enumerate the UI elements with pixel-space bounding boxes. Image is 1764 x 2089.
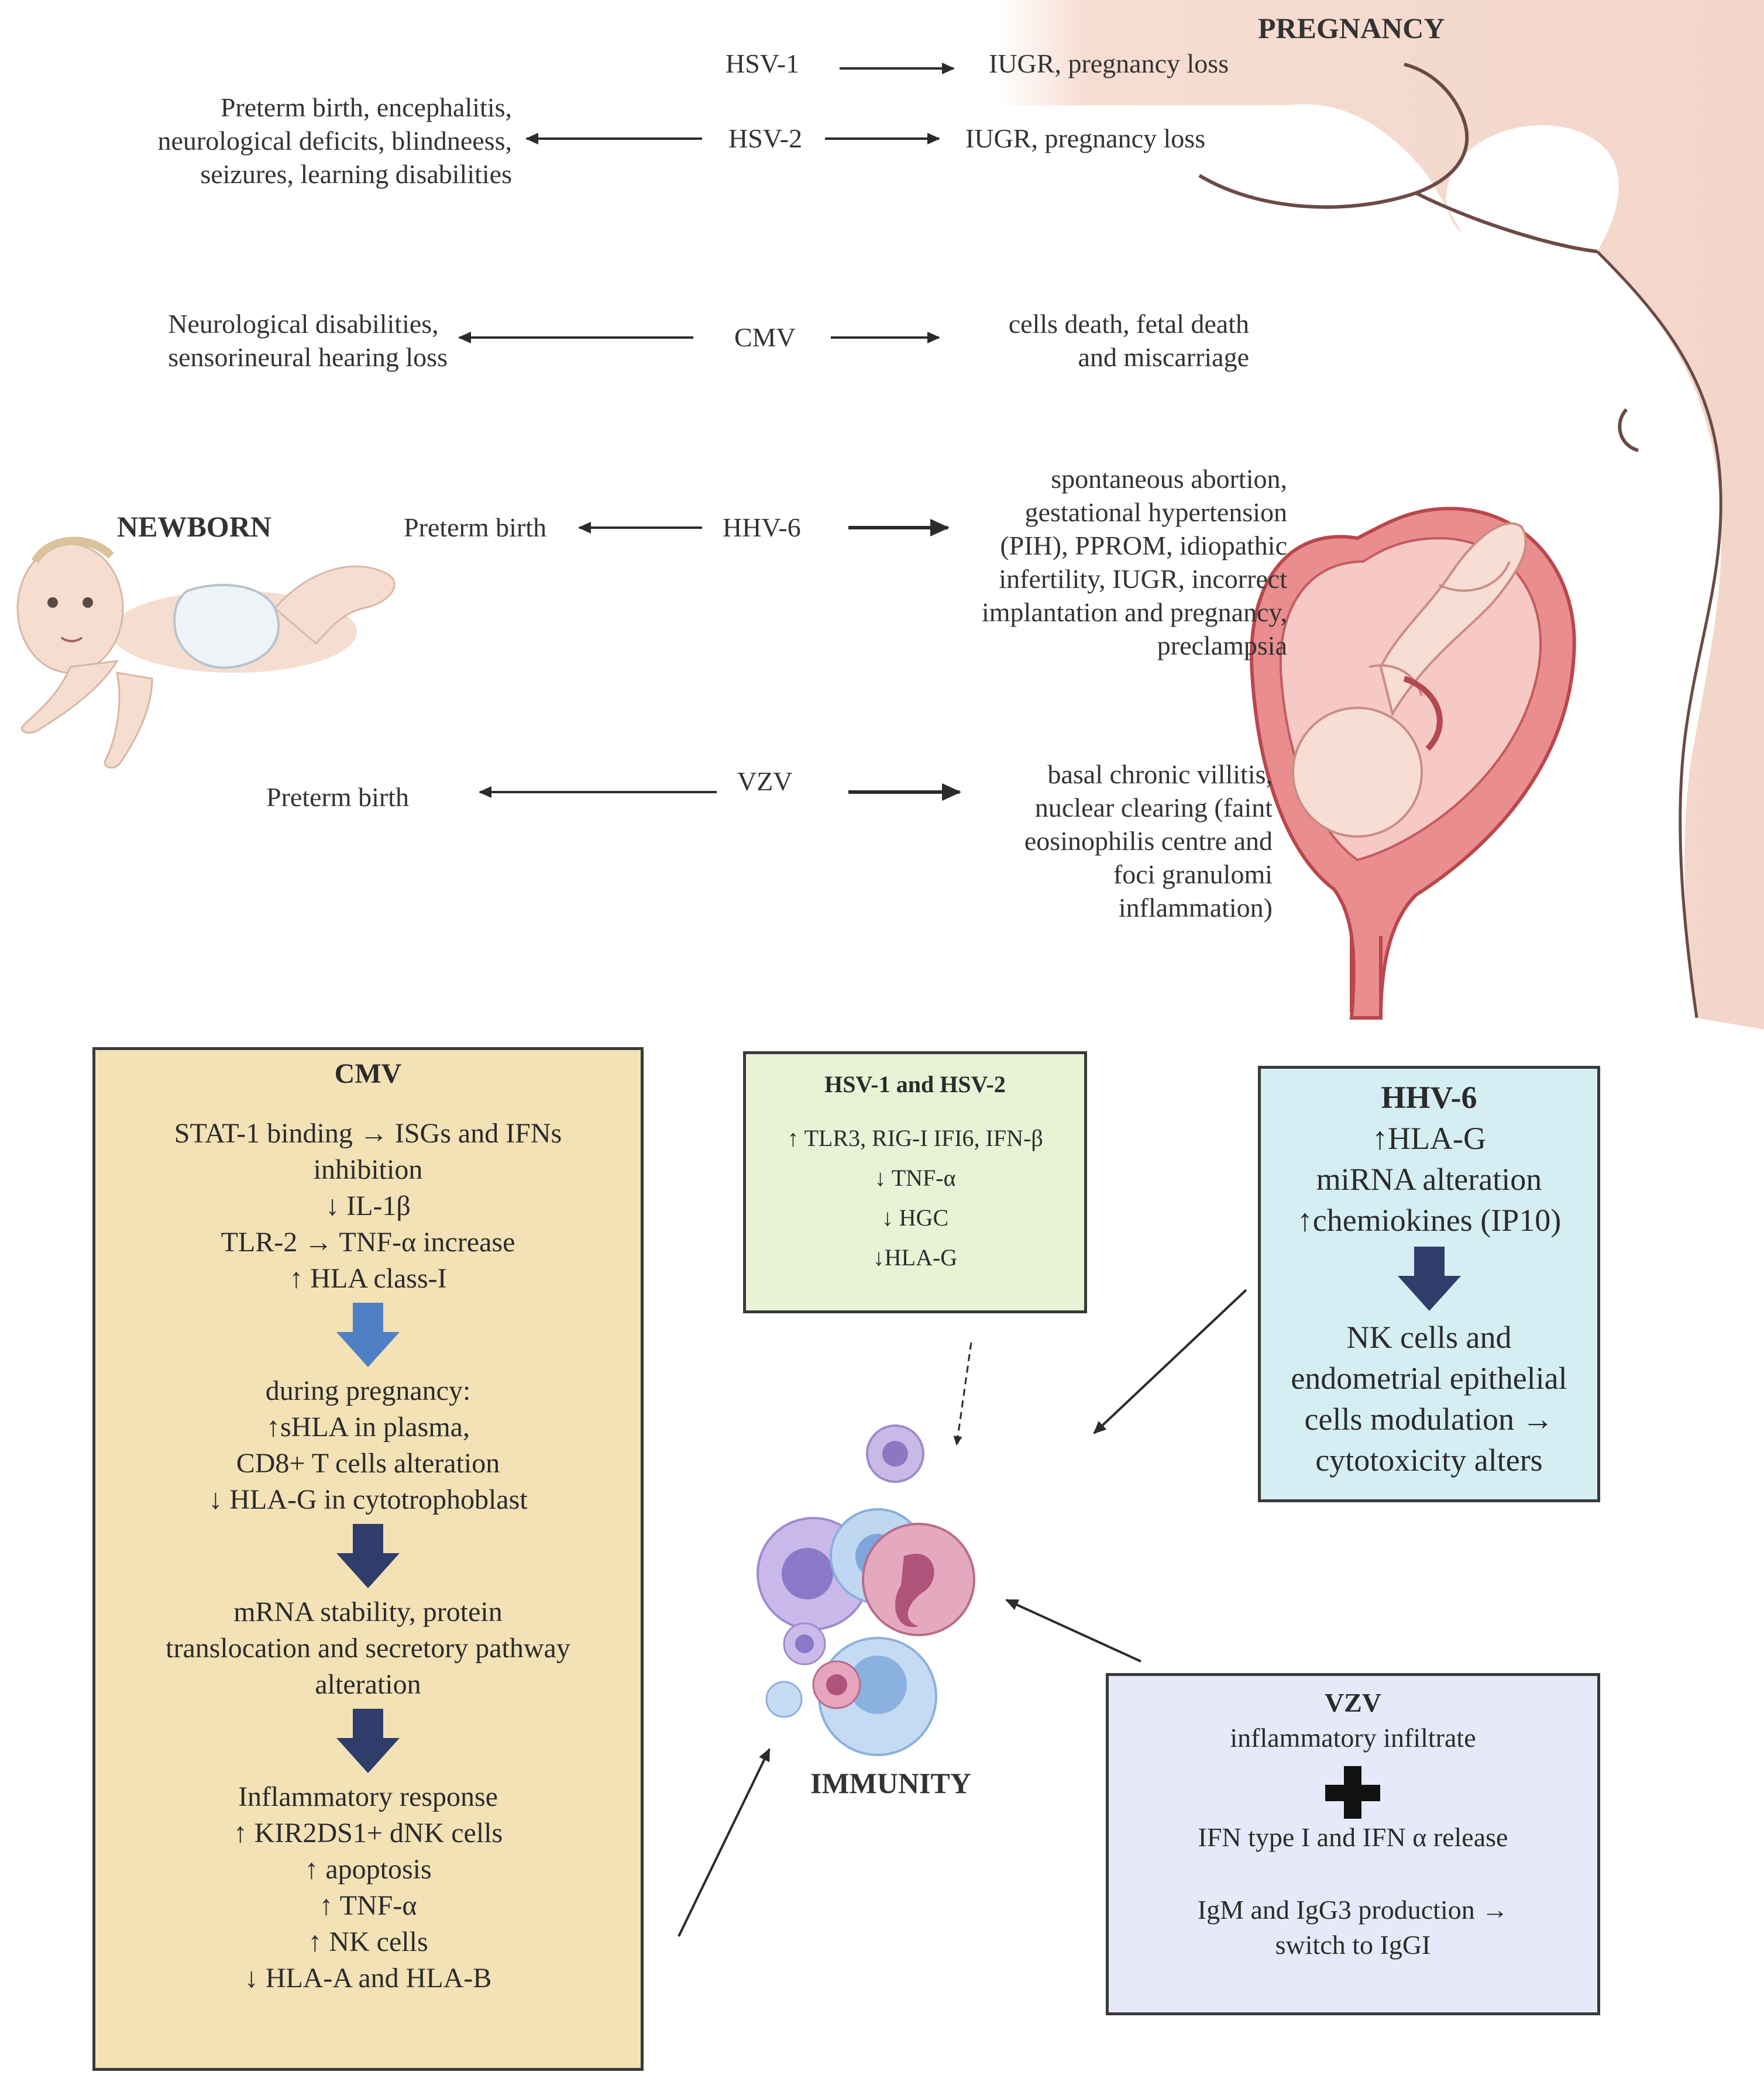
- vzv-box-title: VZV: [1324, 1688, 1382, 1718]
- navel: [1618, 408, 1639, 452]
- pregnant-woman-illustration: [995, 0, 1764, 1030]
- newborn-illustration: [16, 536, 396, 769]
- newborn-heading: NEWBORN: [117, 510, 271, 543]
- vzv-pregnancy-effect: basal chronic villitis, nuclear clearing…: [1024, 759, 1273, 923]
- hhv6-box-title: HHV-6: [1381, 1080, 1477, 1115]
- cmv-pregnancy-effect: cells death, fetal death and miscarriage: [1008, 309, 1249, 372]
- hhv6-newborn-effect: Preterm birth: [404, 512, 546, 542]
- hsv-box: HSV-1 and HSV-2 ↑ TLR3, RIG-I IFI6, IFN-…: [743, 1051, 1087, 1313]
- hhv6-pregnancy-effect: spontaneous abortion, gestational hypert…: [981, 464, 1287, 660]
- virus-label-vzv: VZV: [737, 766, 793, 796]
- pregnancy-heading: PREGNANCY: [1258, 12, 1445, 44]
- vzv-box-line3: IgM and IgG3 production → switch to IgGI: [1197, 1895, 1509, 1960]
- baby-arm: [21, 660, 119, 734]
- hsv2-newborn-effect: Preterm birth, encephalitis, neurologica…: [157, 92, 512, 189]
- virus-label-cmv: CMV: [734, 322, 796, 352]
- immunity-arrows: [678, 1289, 1247, 1937]
- uterus-with-fetus: [1250, 507, 1576, 1020]
- cmv-box: CMV STAT-1 binding → ISGs and IFNs inhib…: [92, 1047, 644, 2071]
- hsv2-pregnancy-effect: IUGR, pregnancy loss: [965, 123, 1206, 153]
- hsv-box-lines: ↑ TLR3, RIG-I IFI6, IFN-β ↓ TNF-α ↓ HGC …: [787, 1125, 1043, 1271]
- hhv6-box: HHV-6 ↑HLA-G miRNA alteration ↑chemiokin…: [1258, 1066, 1600, 1502]
- vzv-newborn-effect: Preterm birth: [266, 782, 409, 812]
- cmv-box-title: CMV: [334, 1058, 402, 1089]
- cmv-block-4: Inflammatory response ↑ KIR2DS1+ dNK cel…: [233, 1781, 503, 1994]
- virus-label-hsv1: HSV-1: [725, 49, 800, 78]
- hhv6-box-top: ↑HLA-G miRNA alteration ↑chemiokines (IP…: [1297, 1121, 1562, 1238]
- hsv-box-title: HSV-1 and HSV-2: [824, 1071, 1006, 1097]
- vzv-box-line1: inflammatory infiltrate: [1230, 1723, 1476, 1753]
- immune-cells-illustration: [757, 1424, 975, 1756]
- virus-label-hsv2: HSV-2: [728, 123, 803, 153]
- hsv1-pregnancy-effect: IUGR, pregnancy loss: [989, 49, 1229, 78]
- baby-head: [16, 543, 124, 674]
- effect-arrows: [458, 63, 961, 801]
- plus-icon: [1325, 1766, 1380, 1819]
- virus-label-hhv6: HHV-6: [723, 512, 801, 542]
- diaper: [173, 584, 280, 669]
- fetus-head: [1292, 707, 1423, 838]
- cmv-block-2: during pregnancy: ↑sHLA in plasma, CD8+ …: [208, 1375, 528, 1515]
- vzv-box: VZV inflammatory infiltrate IFN type I a…: [1106, 1673, 1600, 2015]
- cmv-newborn-effect: Neurological disabilities, sensorineural…: [168, 309, 448, 372]
- hhv6-box-bottom: NK cells and endometrial epithelial cell…: [1291, 1320, 1567, 1478]
- down-arrow-icon: [336, 1524, 400, 1588]
- vzv-box-line2: IFN type I and IFN α release: [1198, 1822, 1508, 1852]
- down-arrow-icon: [336, 1709, 400, 1773]
- immunity-heading: IMMUNITY: [810, 1767, 971, 1799]
- breast-contour: [1198, 63, 1469, 209]
- cmv-block-1: STAT-1 binding → ISGs and IFNs inhibitio…: [174, 1118, 562, 1294]
- down-arrow-icon: [1398, 1247, 1461, 1311]
- cmv-block-3: mRNA stability, protein translocation an…: [166, 1596, 570, 1700]
- down-arrow-icon: [336, 1303, 400, 1367]
